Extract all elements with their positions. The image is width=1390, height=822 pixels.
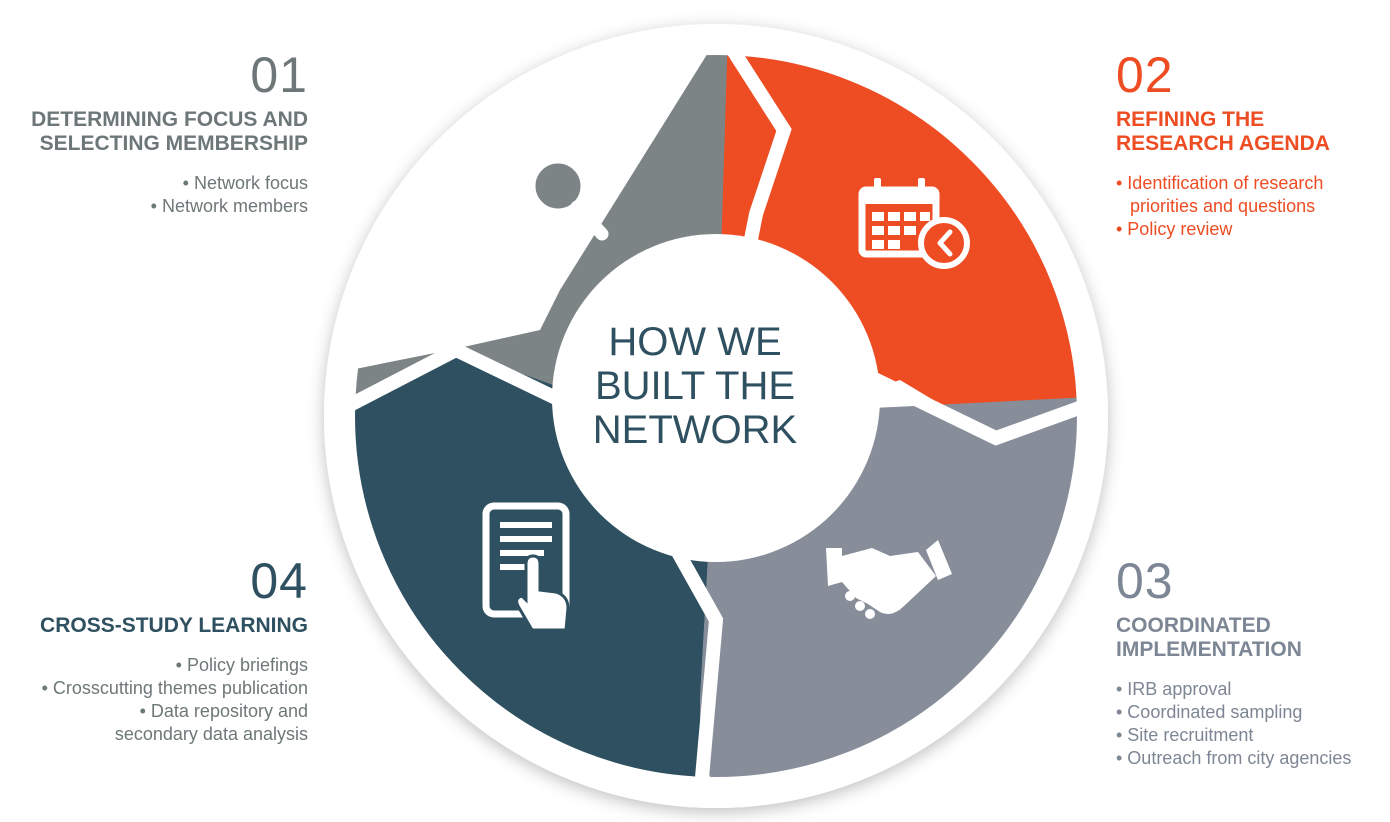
step-01: 01 DETERMINING FOCUS AND SELECTING MEMBE… — [0, 50, 308, 218]
step-03: 03 COORDINATED IMPLEMENTATION • IRB appr… — [1116, 556, 1390, 770]
list-item: priorities and questions — [1130, 196, 1316, 216]
center-line: NETWORK — [592, 408, 798, 452]
list-item: • Identification of research — [1116, 173, 1324, 193]
list-item: • Network focus — [182, 173, 308, 193]
step-title: COORDINATED IMPLEMENTATION — [1116, 614, 1390, 662]
list-item: • Network members — [150, 196, 308, 216]
step-title-line: IMPLEMENTATION — [1116, 638, 1302, 661]
step-title-line: RESEARCH AGENDA — [1116, 132, 1330, 155]
step-items: • Network focus • Network members — [0, 172, 308, 218]
list-item: • Data repository and — [139, 701, 308, 721]
step-title: REFINING THE RESEARCH AGENDA — [1116, 108, 1386, 156]
center-line: HOW WE — [608, 320, 782, 364]
step-02: 02 REFINING THE RESEARCH AGENDA • Identi… — [1116, 50, 1386, 241]
step-title: DETERMINING FOCUS AND SELECTING MEMBERSH… — [0, 108, 308, 156]
center-circle — [552, 234, 880, 562]
step-title-line: DETERMINING FOCUS AND — [31, 108, 308, 131]
list-item: • Policy review — [1116, 219, 1233, 239]
step-number: 02 — [1116, 47, 1174, 103]
ring-border — [345, 45, 1087, 787]
center-line: BUILT THE — [594, 364, 796, 408]
step-items: • Identification of research priorities … — [1116, 172, 1386, 241]
step-title-line: CROSS-STUDY LEARNING — [40, 614, 308, 637]
step-number: 03 — [1116, 553, 1174, 609]
step-04: 04 CROSS-STUDY LEARNING • Policy briefin… — [0, 556, 308, 746]
step-title-line: SELECTING MEMBERSHIP — [39, 132, 308, 155]
step-title-line: COORDINATED — [1116, 614, 1271, 637]
center-label: HOW WE BUILT THE NETWORK — [560, 320, 830, 452]
list-item: • Coordinated sampling — [1116, 702, 1303, 722]
list-item: • Policy briefings — [175, 655, 308, 675]
list-item: secondary data analysis — [114, 724, 308, 744]
step-title-line: REFINING THE — [1116, 108, 1265, 131]
person-magnifier-icon — [496, 154, 609, 241]
handshake-icon — [826, 540, 952, 619]
step-number: 01 — [250, 47, 308, 103]
tablet-touch-icon — [482, 502, 570, 632]
step-title: CROSS-STUDY LEARNING — [0, 614, 308, 638]
list-item: • Site recruitment — [1116, 725, 1254, 745]
list-item: • Outreach from city agencies — [1116, 748, 1352, 768]
list-item: • Crosscutting themes publication — [41, 678, 308, 698]
step-items: • IRB approval • Coordinated sampling • … — [1116, 678, 1390, 770]
calendar-clock-icon — [858, 178, 970, 269]
step-number: 04 — [250, 553, 308, 609]
step-items: • Policy briefings • Crosscutting themes… — [0, 654, 308, 746]
list-item: • IRB approval — [1116, 679, 1232, 699]
